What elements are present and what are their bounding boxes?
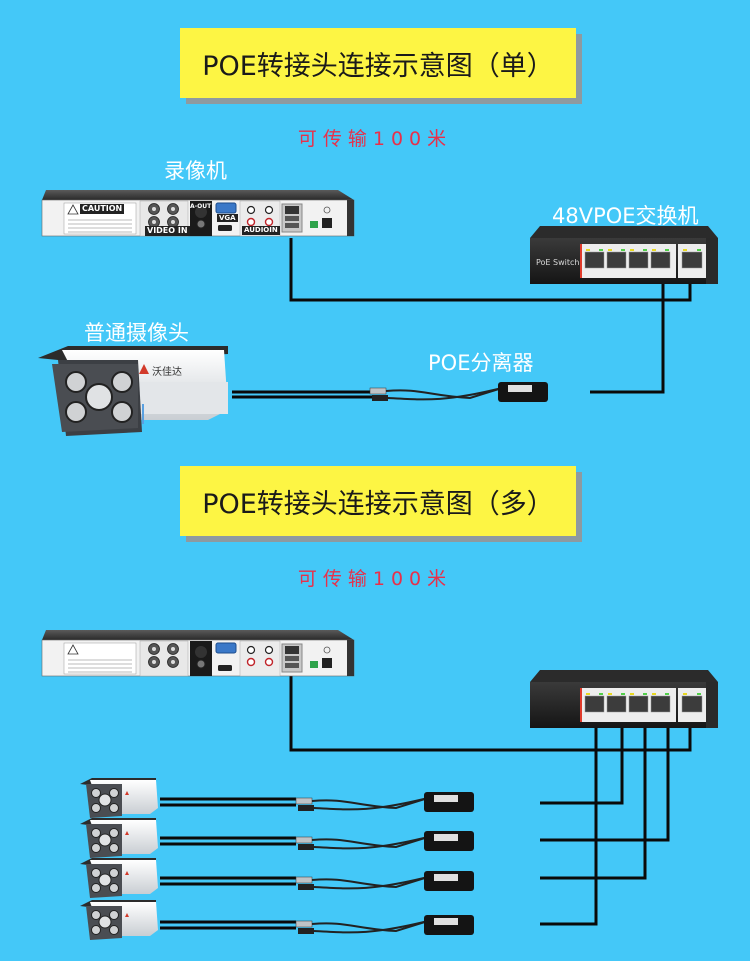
cable-nvr-to-switch-uplink [289, 238, 692, 302]
distance-multi: 可传输100米 [297, 568, 453, 590]
cable-port1-camera4 [540, 722, 598, 926]
camera-brand-label: 沃佳达 [152, 367, 182, 378]
splitter-multi-1 [295, 791, 475, 813]
splitter-multi-3 [295, 870, 475, 892]
cable-port2-camera1 [540, 722, 624, 805]
splitter-label: POE分离器 [428, 351, 534, 375]
nvr-vga-label: VGA [217, 214, 238, 222]
camera-multi-4 [79, 899, 159, 941]
splitter-single [369, 381, 549, 403]
camera-label: 普通摄像头 [84, 321, 189, 345]
splitter-multi-4 [295, 914, 475, 936]
title-multi: POE转接头连接示意图（多） [180, 466, 576, 536]
camera-single [37, 345, 229, 437]
cable-switch-to-splitter [590, 282, 665, 394]
camera-multi-2 [79, 817, 159, 859]
nvr-caution-label: CAUTION [80, 204, 125, 214]
nvr-video-in-label: VIDEO IN [145, 226, 190, 236]
camera-multi-1 [79, 777, 159, 819]
title-single: POE转接头连接示意图（单） [180, 28, 576, 98]
poe-switch-single [529, 225, 719, 285]
switch-brand-label: PoE Switch [536, 258, 580, 267]
switch-label: 48VPOE交换机 [552, 204, 699, 228]
nvr-label: 录像机 [164, 159, 227, 183]
camera-multi-3 [79, 857, 159, 899]
cables-single [232, 238, 692, 399]
poe-switch-multi [529, 669, 719, 729]
nvr-multi [41, 629, 355, 677]
cable-port3-camera3 [540, 722, 647, 880]
distance-single: 可传输100米 [297, 128, 453, 150]
title-single-text: POE转接头连接示意图（单） [202, 50, 554, 82]
cable-port4-camera2 [540, 722, 670, 842]
nvr-aout-label: A-OUT [190, 203, 212, 210]
nvr-audio-in-label: AUDIOIN [242, 226, 280, 235]
splitter-multi-2 [295, 830, 475, 852]
cables-multi [160, 676, 692, 930]
title-multi-text: POE转接头连接示意图（多） [202, 488, 554, 520]
cable-nvr-to-switch-uplink-multi [289, 676, 692, 752]
